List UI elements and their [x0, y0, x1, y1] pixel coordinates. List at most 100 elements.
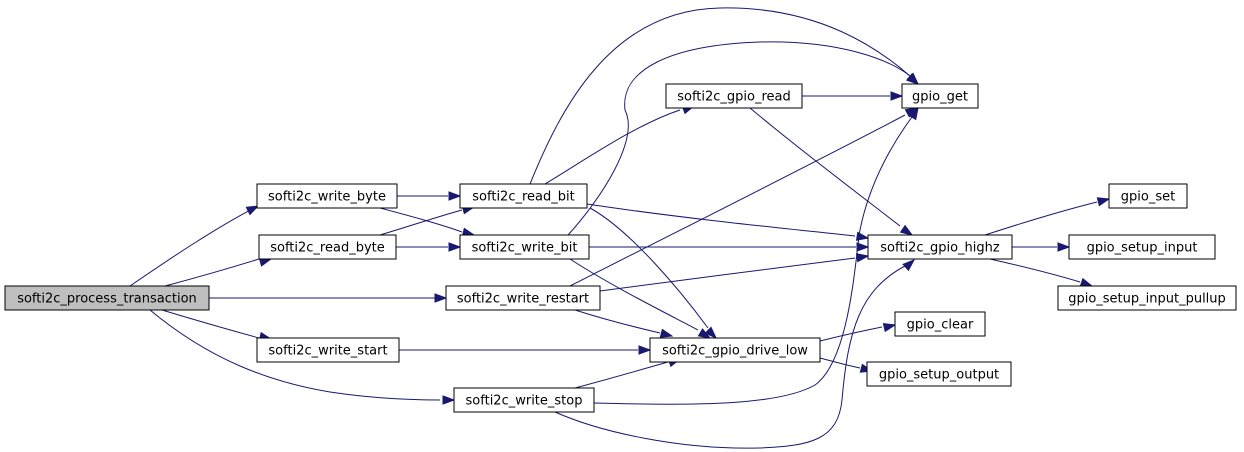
edge-line [149, 309, 441, 401]
node-box [1108, 183, 1188, 209]
node-label: softi2c_write_stop [466, 394, 583, 409]
call-graph-nodes: softi2c_process_transaction softi2c_write… [4, 83, 1237, 413]
node-label: softi2c_read_bit [472, 190, 574, 205]
edge-line [164, 258, 260, 287]
edge-line [819, 326, 883, 342]
node-softi2c-process-transaction: softi2c_process_transaction [4, 285, 210, 311]
edge-softi2c_write_stop-to-softi2c_gpio_drive_low [574, 358, 682, 389]
edge-softi2c_gpio_highz-to-gpio_set [984, 197, 1111, 236]
edge-arrowhead [442, 395, 456, 405]
edge-line [749, 107, 901, 227]
edge-arrowhead [434, 293, 448, 303]
edge-softi2c_process_transaction-to-softi2c_write_start [161, 309, 273, 342]
node-softi2c-write-restart[interactable]: softi2c_write_restart [445, 285, 601, 311]
edge-arrowhead [659, 328, 674, 338]
node-box [258, 234, 397, 260]
edge-arrowhead [697, 328, 712, 339]
edge-softi2c_process_transaction-to-softi2c_write_byte [129, 205, 260, 287]
edge-arrowhead [902, 259, 916, 272]
edge-softi2c_gpio_highz-to-gpio_setup_input_pullup [989, 258, 1094, 287]
edge-softi2c_write_restart-to-softi2c_gpio_drive_low [574, 309, 674, 338]
edge-softi2c_read_byte-to-softi2c_write_bit [396, 242, 462, 252]
node-box [459, 183, 588, 209]
node-gpio-setup-input-pullup[interactable]: gpio_setup_input_pullup [1057, 285, 1237, 311]
edge-softi2c_process_transaction-to-softi2c_write_stop [149, 309, 456, 405]
edge-arrowhead [638, 345, 652, 355]
edge-softi2c_process_transaction-to-softi2c_write_restart [209, 293, 448, 303]
node-label: softi2c_write_start [268, 344, 387, 359]
node-gpio-setup-output[interactable]: gpio_setup_output [866, 361, 1012, 387]
edge-softi2c_gpio_read-to-gpio_get [802, 91, 904, 101]
node-softi2c-gpio-highz[interactable]: softi2c_gpio_highz [867, 234, 1013, 260]
call-graph-edges [129, 7, 1111, 449]
node-box [649, 337, 821, 363]
node-gpio-setup-input[interactable]: gpio_setup_input [1068, 234, 1216, 260]
edge-softi2c_read_byte-to-softi2c_read_bit [379, 205, 476, 236]
edge-line [574, 309, 661, 334]
node-box [1068, 234, 1216, 260]
node-box [665, 83, 803, 109]
node-label: softi2c_gpio_drive_low [662, 344, 808, 359]
node-box [894, 311, 986, 337]
node-softi2c-write-start[interactable]: softi2c_write_start [256, 337, 400, 363]
edge-softi2c_write_restart-to-gpio_get [569, 107, 919, 287]
node-softi2c-write-bit[interactable]: softi2c_write_bit [459, 234, 590, 260]
edge-line [989, 258, 1081, 283]
edge-arrowhead [899, 224, 914, 236]
node-gpio-get[interactable]: gpio_get [901, 83, 979, 109]
node-label: softi2c_write_restart [457, 292, 589, 307]
node-softi2c-read-bit[interactable]: softi2c_read_bit [459, 183, 588, 209]
edge-softi2c_write_stop-to-gpio_get [593, 106, 919, 405]
node-softi2c-gpio-read[interactable]: softi2c_gpio_read [665, 83, 803, 109]
edge-line [569, 114, 906, 287]
node-label: gpio_setup_input [1087, 241, 1198, 256]
edge-softi2c_write_start-to-softi2c_gpio_drive_low [399, 345, 652, 355]
node-box [867, 234, 1013, 260]
edge-arrowhead [704, 326, 718, 340]
edge-arrowhead [448, 191, 462, 201]
edge-line [379, 207, 463, 233]
edge-arrowhead [906, 73, 920, 85]
node-label: softi2c_write_byte [268, 190, 386, 205]
edge-line [567, 41, 911, 236]
node-gpio-set[interactable]: gpio_set [1108, 183, 1188, 209]
edge-arrowhead [890, 91, 904, 101]
node-softi2c-read-byte[interactable]: softi2c_read_byte [258, 234, 397, 260]
node-box [256, 183, 398, 209]
edge-arrowhead [245, 205, 260, 216]
node-box [445, 285, 601, 311]
edge-softi2c_gpio_read-to-softi2c_gpio_highz [749, 107, 914, 236]
node-box [453, 387, 595, 413]
edge-softi2c_read_bit-to-softi2c_gpio_highz [586, 203, 870, 241]
edge-line [593, 116, 913, 405]
node-softi2c-gpio-drive-low[interactable]: softi2c_gpio_drive_low [649, 337, 821, 363]
node-gpio-clear[interactable]: gpio_clear [894, 311, 986, 337]
node-softi2c-write-byte[interactable]: softi2c_write_byte [256, 183, 398, 209]
node-box [256, 337, 400, 363]
edge-line [574, 361, 669, 389]
edge-arrowhead [448, 242, 462, 252]
edge-arrowhead [1057, 242, 1071, 252]
edge-line [379, 209, 463, 236]
node-label: softi2c_gpio_highz [880, 241, 1000, 256]
edge-softi2c_write_byte-to-softi2c_read_bit [397, 191, 462, 201]
edge-arrowhead [855, 253, 870, 263]
edge-line [161, 309, 260, 339]
edge-line [586, 203, 856, 237]
edge-softi2c_write_bit-to-softi2c_gpio_highz [589, 242, 870, 252]
edge-arrowhead [1096, 197, 1111, 207]
node-softi2c-write-stop[interactable]: softi2c_write_stop [453, 387, 595, 413]
edge-softi2c_read_bit-to-softi2c_gpio_read [544, 105, 696, 185]
edge-line [599, 257, 856, 292]
edge-line [569, 258, 699, 331]
edge-softi2c_write_byte-to-softi2c_write_bit [379, 207, 476, 237]
node-label: gpio_set [1121, 190, 1175, 205]
node-label: gpio_clear [907, 318, 974, 333]
edge-line [529, 7, 911, 185]
edge-softi2c_write_bit-to-gpio_get [567, 41, 920, 236]
node-label: gpio_get [912, 90, 968, 105]
node-box [866, 361, 1012, 387]
node-label: softi2c_process_transaction [17, 292, 197, 307]
edge-arrowhead [908, 106, 919, 121]
